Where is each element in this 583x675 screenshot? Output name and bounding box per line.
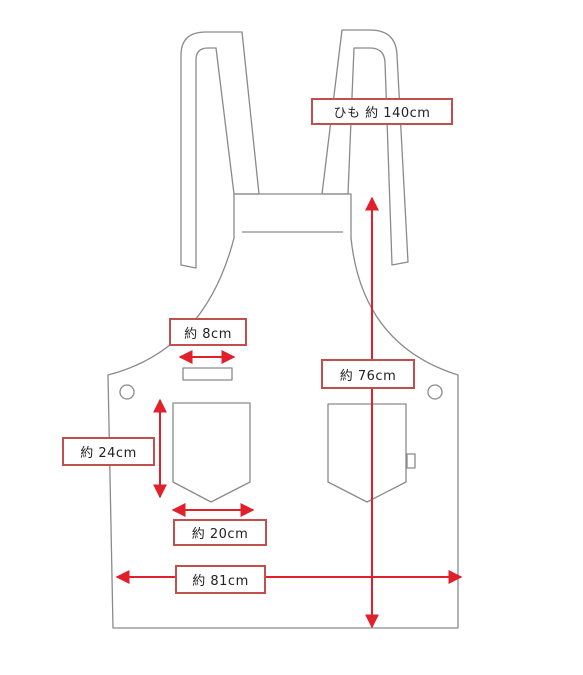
total-width-label: 約 81cm — [175, 565, 266, 594]
right-strap — [321, 29, 409, 266]
strap-length-label: ひも 約 140cm — [311, 98, 453, 125]
tab-width-label: 約 8cm — [169, 318, 247, 346]
pocket-loop — [406, 453, 416, 469]
chest-tab — [182, 367, 233, 381]
right-grommet — [427, 384, 443, 400]
pocket-width-label: 約 20cm — [173, 519, 267, 546]
left-pocket — [172, 402, 251, 503]
pocket-height-label: 約 24cm — [62, 437, 155, 466]
apron-body — [107, 193, 459, 629]
left-grommet — [119, 384, 135, 400]
length-label: 約 76cm — [321, 359, 415, 389]
right-pocket — [327, 403, 407, 503]
